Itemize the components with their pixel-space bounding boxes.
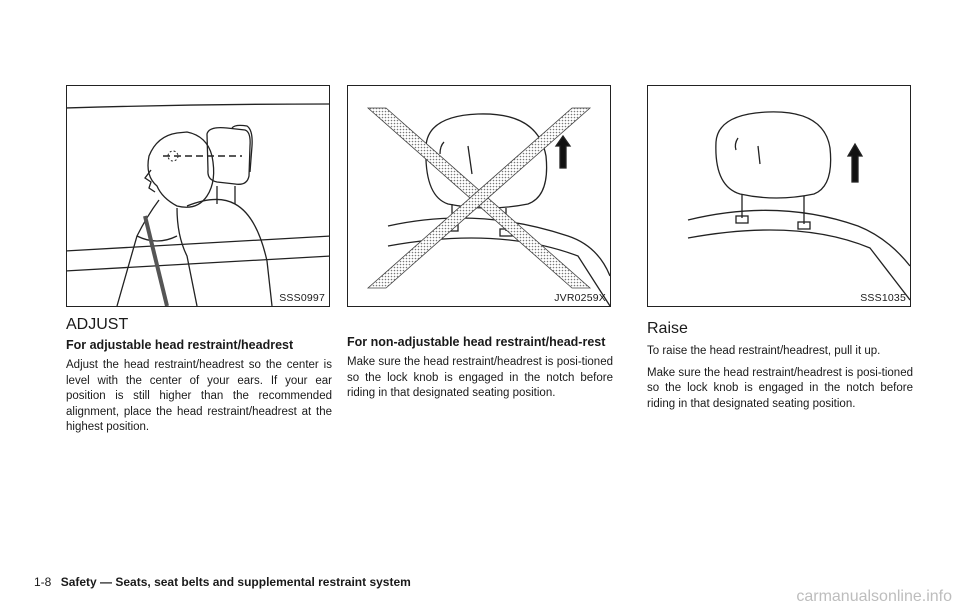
column-raise: Raise To raise the head restraint/headre…	[647, 320, 913, 418]
paragraph-raise-2: Make sure the head restraint/headrest is…	[647, 366, 913, 410]
figure-adjust-headrest: SSS0997	[66, 85, 330, 307]
page-footer: 1-8 Safety — Seats, seat belts and suppl…	[34, 575, 411, 589]
subheading-nonadjustable: For non-adjustable head restraint/head-r…	[347, 335, 606, 349]
column-adjust: ADJUST For adjustable head restraint/hea…	[66, 316, 332, 442]
page-number: 1-8	[34, 575, 52, 589]
section-heading-raise: Raise	[647, 320, 688, 337]
watermark: carmanualsonline.info	[796, 588, 952, 605]
paragraph-nonadjustable: Make sure the head restraint/headrest is…	[347, 356, 613, 399]
figure-code: JVR0259X	[554, 292, 606, 304]
paragraph-adjust: Adjust the head restraint/headrest so th…	[66, 359, 332, 433]
figure-nonadjustable-headrest: JVR0259X	[347, 85, 611, 307]
subheading-adjustable: For adjustable head restraint/headrest	[66, 338, 294, 352]
chapter-title: Safety — Seats, seat belts and supplemen…	[60, 575, 411, 589]
column-nonadjustable: For non-adjustable head restraint/head-r…	[347, 335, 613, 408]
person-headrest-illustration	[67, 103, 329, 306]
figure-raise-headrest: SSS1035	[647, 85, 911, 307]
paragraph-raise-1: To raise the head restraint/headrest, pu…	[647, 345, 881, 357]
crossed-headrest-illustration	[366, 107, 610, 306]
raise-headrest-illustration	[687, 111, 910, 301]
section-heading-adjust: ADJUST	[66, 316, 129, 333]
figure-code: SSS1035	[860, 292, 906, 304]
figure-code: SSS0997	[279, 292, 325, 304]
